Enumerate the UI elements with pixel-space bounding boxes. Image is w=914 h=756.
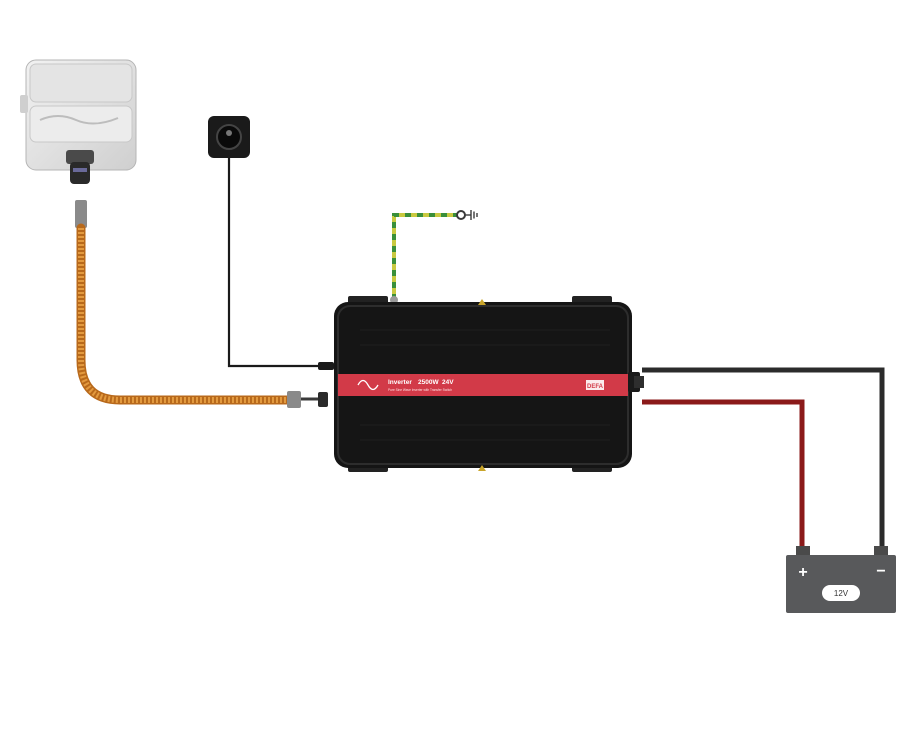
battery-positive-symbol: + [798,564,807,581]
battery-negative-symbol: − [876,563,885,580]
brand-logo: DEFA [587,384,604,390]
negative-cable [642,367,885,548]
inverter: Inverter 2500W 24V Pure Sine Wave Invert… [318,296,644,472]
outlet-socket [20,59,137,184]
inverter-power: 2500W [418,379,439,386]
dc-cables [642,367,885,548]
inverter-voltage: 24V [442,379,454,386]
battery: + − 12V [786,546,896,613]
remote-switch [208,116,333,368]
ground-symbol [465,210,478,220]
battery-voltage-label: 12V [834,589,849,598]
inverter-title: Inverter [388,379,412,386]
inverter-subtitle: Pure Sine Wave Inverter with Transfer Sw… [388,388,452,392]
positive-cable [642,399,805,548]
sine-wave-icon [357,379,379,391]
ground-wire [390,210,466,304]
ac-conduit [75,200,328,408]
